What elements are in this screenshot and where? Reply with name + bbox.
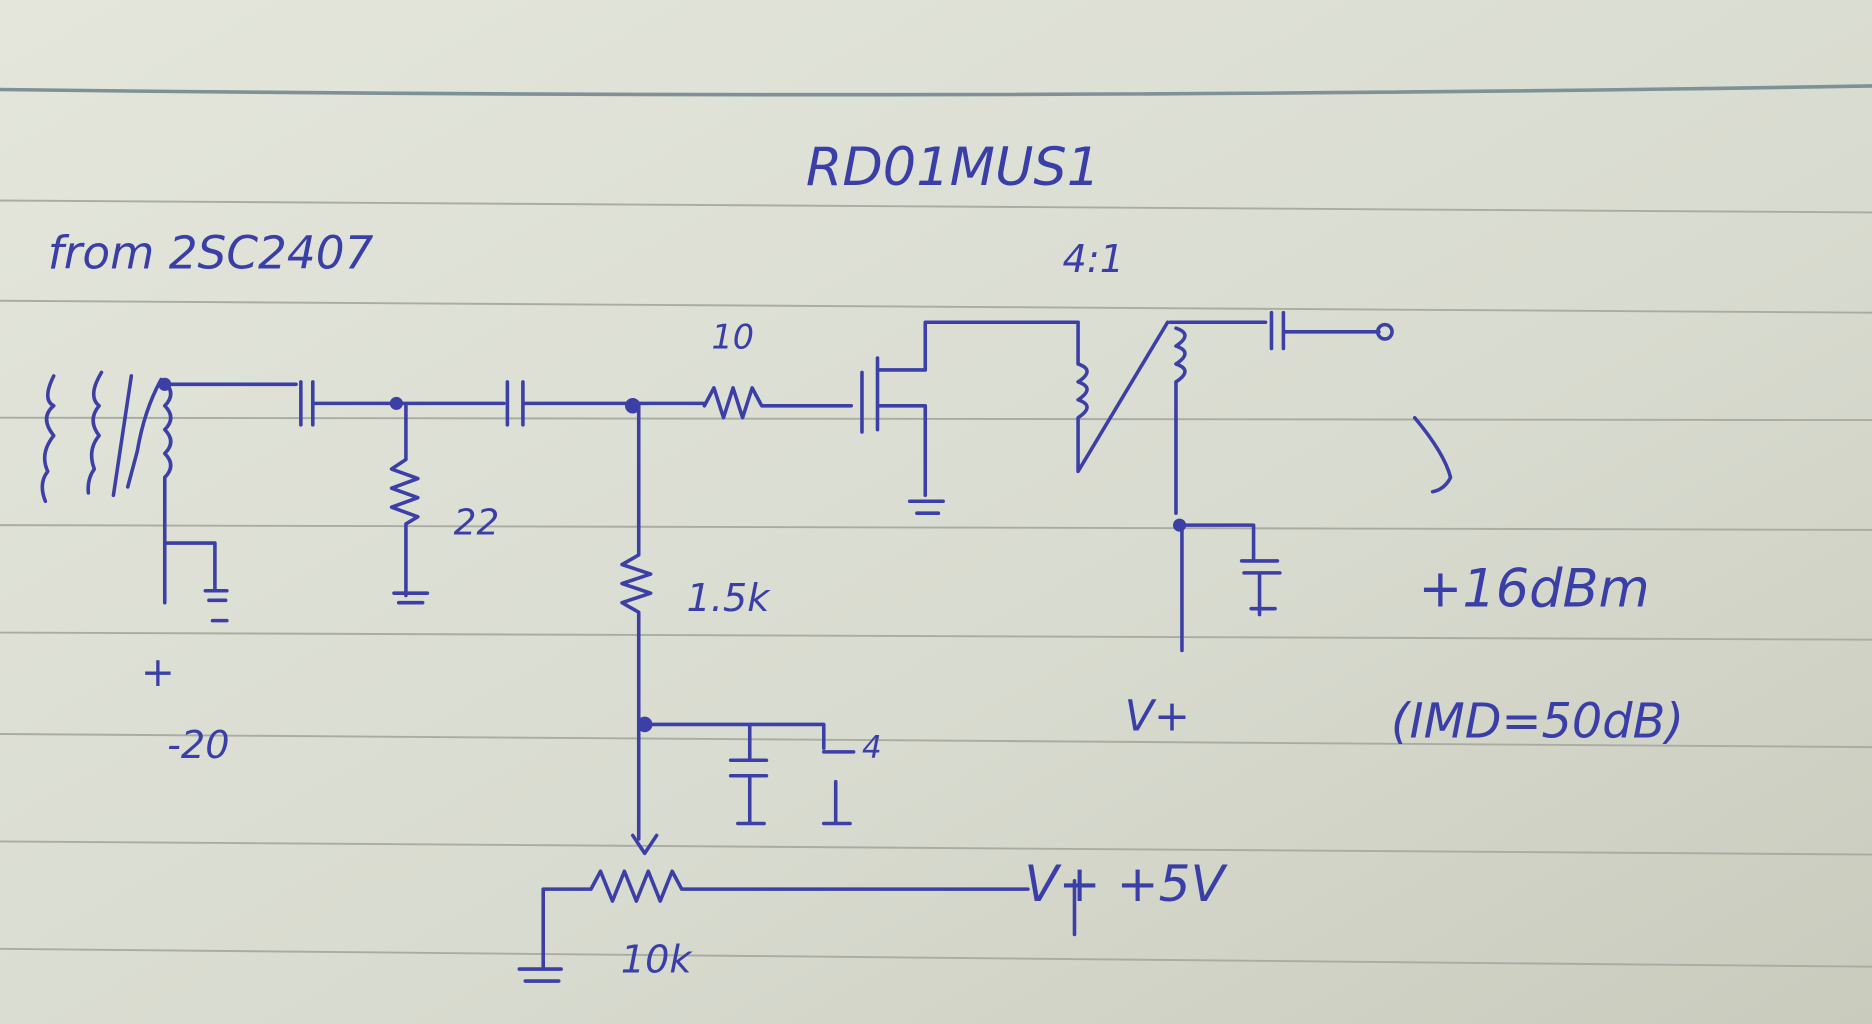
- pot-label: 10k: [621, 939, 694, 983]
- cap-note: 4: [862, 730, 882, 766]
- output-power: +16dBm: [1418, 558, 1649, 619]
- circuit-wiring: [40, 310, 1453, 983]
- supply-label: V+ +5V: [1024, 854, 1228, 913]
- imd-note: (IMD=50dB): [1391, 695, 1684, 750]
- shunt-resistor-label: 22: [454, 503, 500, 544]
- title-label: RD01MUS1: [806, 137, 1100, 198]
- input-level: -20: [167, 724, 229, 768]
- drain-supply-label: V+: [1125, 691, 1190, 741]
- transformer-ratio: 4:1: [1063, 238, 1124, 282]
- gate-resistor-label: 10: [712, 317, 755, 356]
- source-note: from 2SC2407: [48, 227, 374, 280]
- bias-resistor-label: 1.5k: [686, 577, 771, 621]
- input-plus: +: [141, 648, 175, 696]
- labels: RD01MUS1 from 2SC2407 4:1 10 22 1.5k + -…: [48, 137, 1684, 983]
